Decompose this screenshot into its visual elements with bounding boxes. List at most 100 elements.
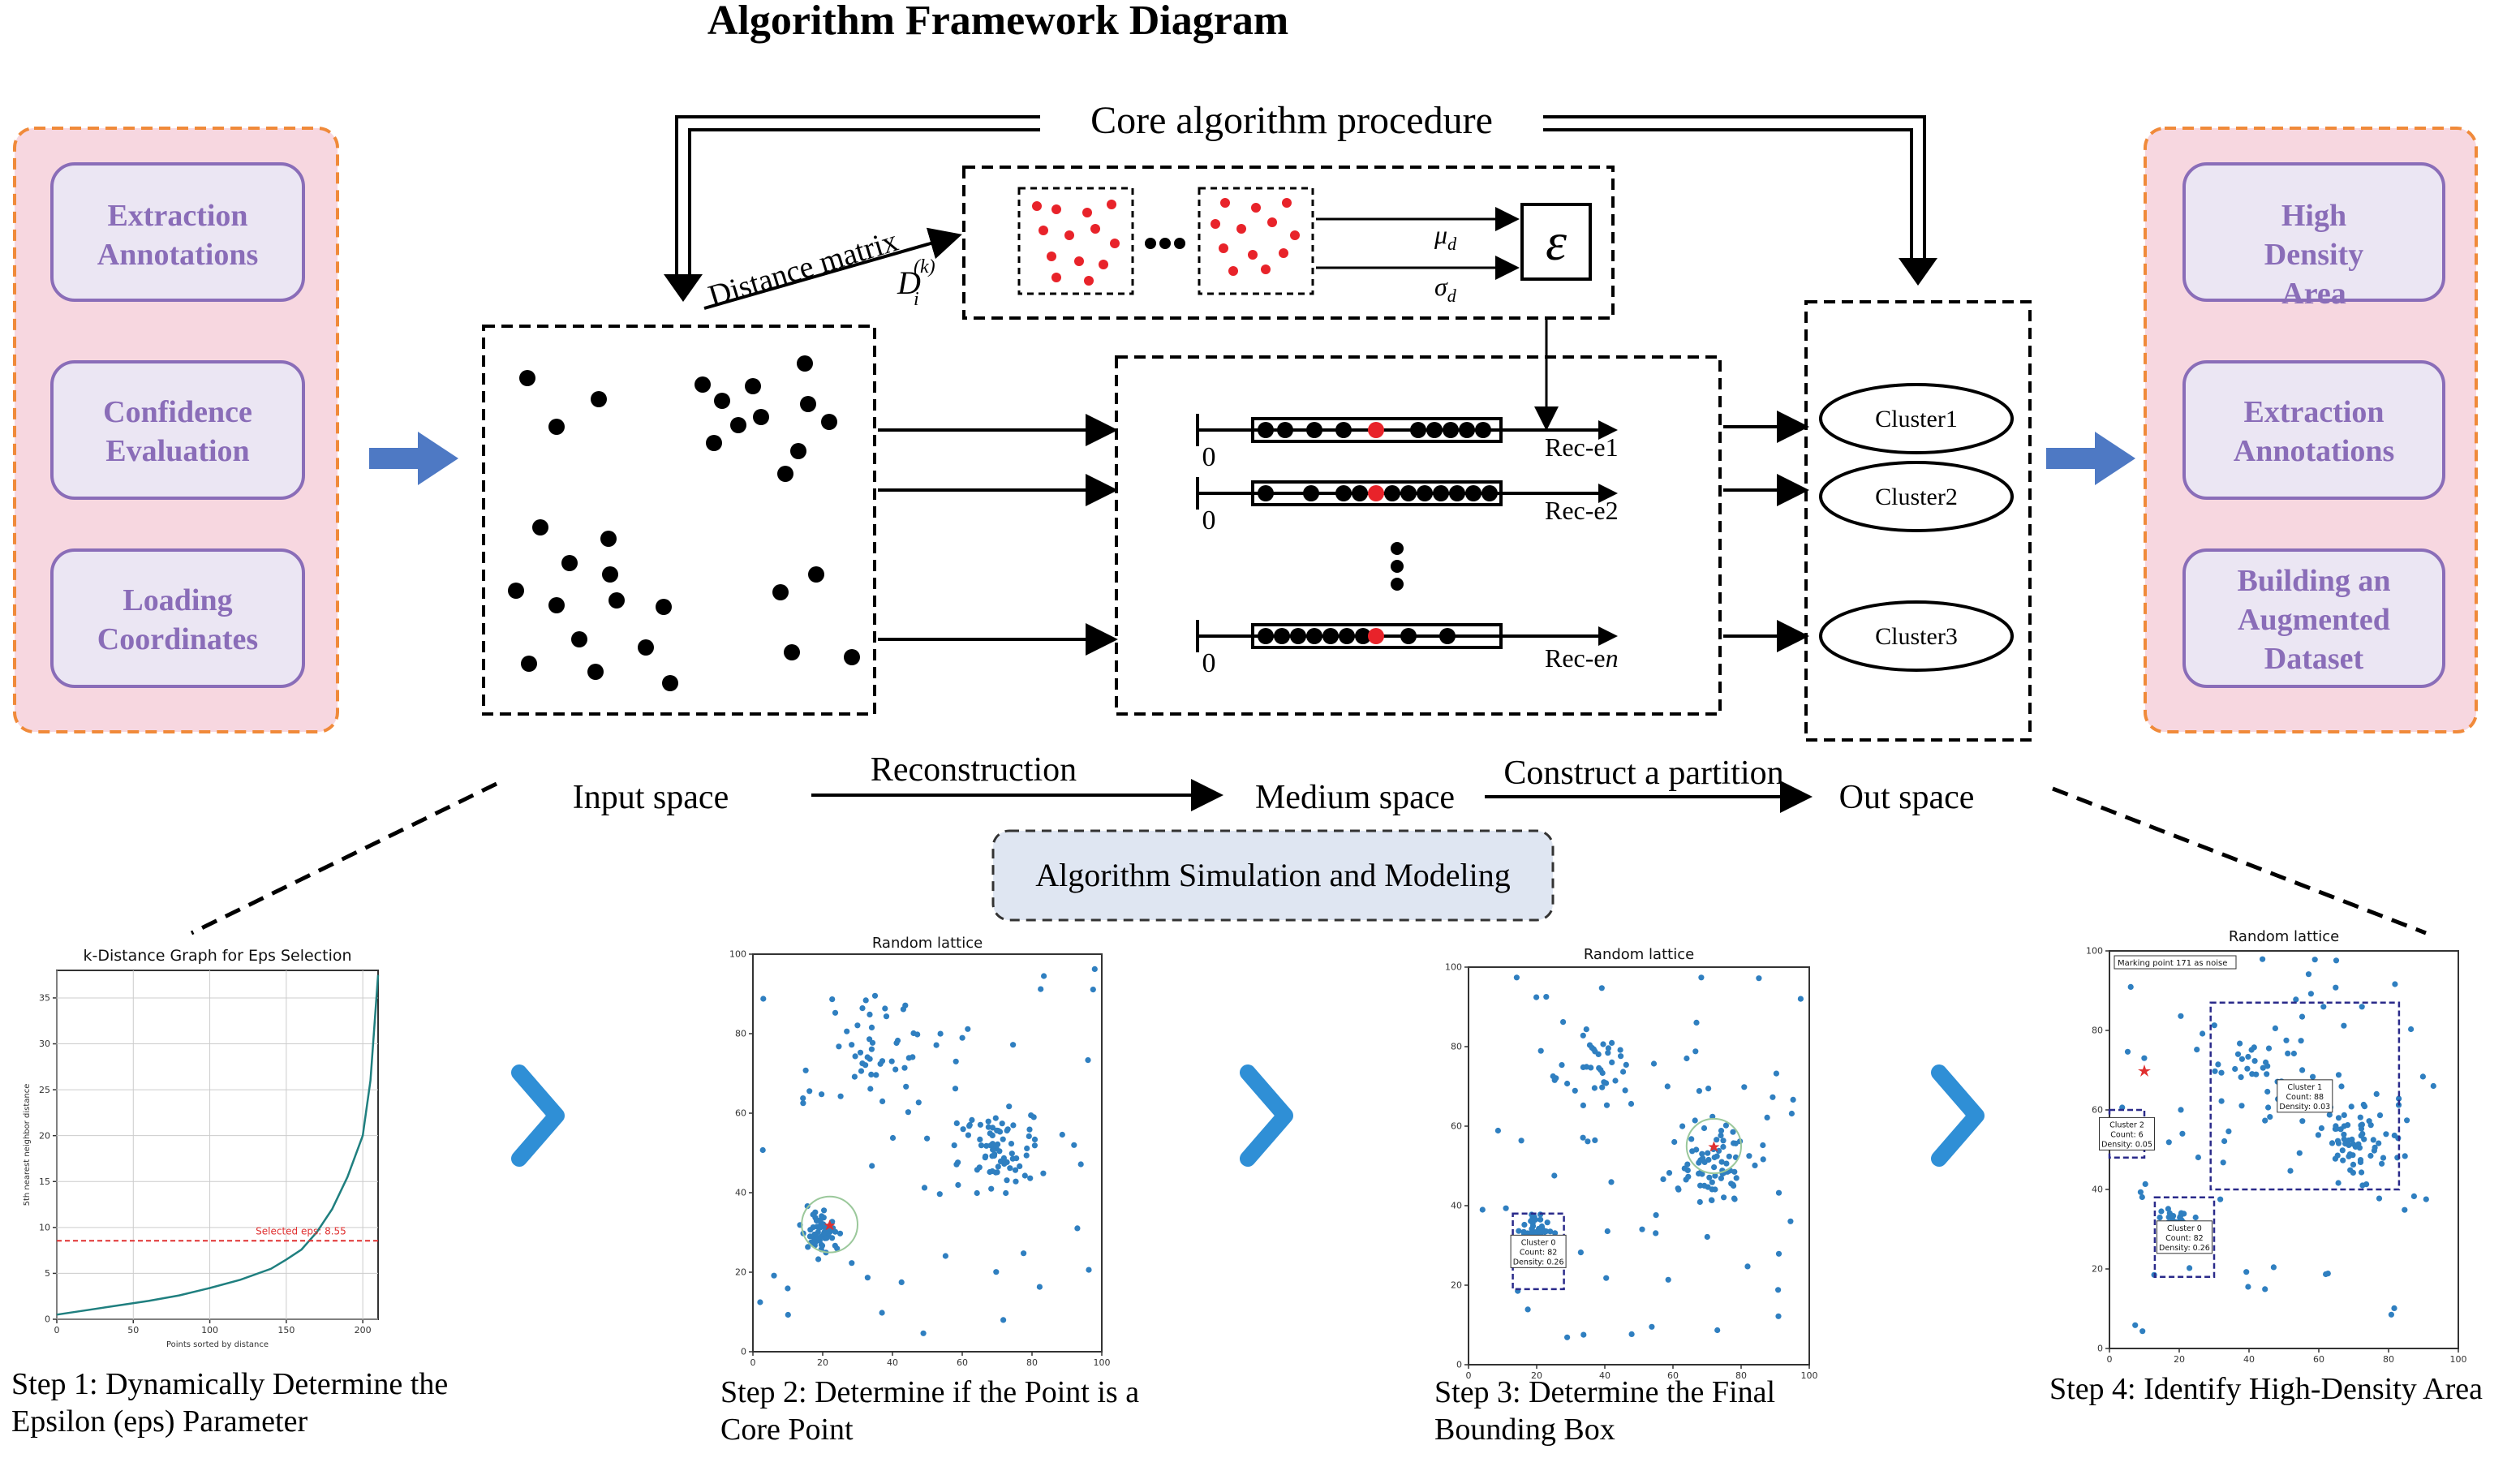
data-point — [2237, 1040, 2243, 1047]
data-point — [1580, 1032, 1586, 1039]
cluster-label-line: Count: 82 — [2165, 1234, 2204, 1243]
cluster-label-box — [2099, 1116, 2155, 1150]
y-tick-label: 10 — [39, 1223, 50, 1233]
data-point — [867, 1011, 873, 1017]
cluster-bounding-box — [2209, 1001, 2401, 1191]
data-point — [2367, 1122, 2374, 1129]
data-point — [1000, 1317, 1007, 1323]
data-point — [868, 1046, 875, 1052]
data-point — [2315, 1132, 2321, 1138]
data-point — [805, 1244, 811, 1250]
data-point — [1649, 1323, 1655, 1330]
data-point — [2141, 1055, 2148, 1061]
data-point — [1714, 1153, 1720, 1159]
data-point — [2283, 1037, 2290, 1043]
data-point — [2363, 1181, 2370, 1188]
data-point — [2298, 1038, 2304, 1044]
x-axis-label: Points sorted by distance — [166, 1340, 269, 1349]
data-point — [857, 1049, 864, 1056]
data-point — [1699, 1171, 1705, 1177]
data-point — [1775, 1287, 1782, 1293]
input-space-box — [482, 325, 876, 716]
data-point — [888, 1058, 895, 1064]
core-arrowhead-right — [1899, 258, 1937, 286]
data-point — [1620, 1069, 1627, 1075]
data-point — [937, 1030, 944, 1037]
cluster-1-label: Cluster1 — [1875, 406, 1958, 432]
data-point — [994, 1127, 1000, 1133]
core-point-marker — [1708, 1141, 1720, 1152]
data-point — [987, 1142, 994, 1149]
data-point — [1722, 1122, 1729, 1129]
y-tick-label: 20 — [1451, 1280, 1462, 1291]
data-point — [1559, 1062, 1565, 1069]
data-point — [2139, 1328, 2146, 1335]
data-point — [1012, 1167, 1019, 1173]
x-tick-label: 100 — [1801, 1370, 1818, 1381]
data-point — [1773, 1070, 1779, 1077]
data-point — [2307, 991, 2314, 997]
chart-title: Random lattice — [872, 935, 983, 952]
y-tick-label: 35 — [39, 993, 50, 1004]
data-point — [859, 1005, 866, 1012]
cluster-label-line: Cluster 1 — [2287, 1083, 2322, 1092]
sample-points-a — [1032, 200, 1120, 286]
data-point — [2225, 1128, 2232, 1134]
y-tick-label: 80 — [735, 1029, 746, 1039]
medium-space-label: Medium space — [1255, 779, 1455, 816]
data-point — [2244, 1065, 2251, 1072]
data-point — [2335, 1072, 2342, 1078]
data-point — [1040, 1170, 1047, 1176]
x-tick-label: 0 — [54, 1325, 60, 1335]
data-point — [2264, 1071, 2270, 1077]
data-point — [1603, 1275, 1610, 1281]
data-point — [2267, 1114, 2273, 1120]
data-point — [1580, 1331, 1587, 1338]
data-point — [858, 1068, 865, 1074]
data-point — [1612, 1077, 1619, 1084]
data-point — [771, 1272, 777, 1279]
x-tick-label: 200 — [355, 1325, 372, 1335]
data-point — [1732, 1140, 1739, 1146]
data-point — [2221, 1138, 2228, 1145]
data-point — [1699, 1150, 1705, 1157]
x-tick-label: 100 — [1094, 1357, 1111, 1368]
data-point — [921, 1185, 928, 1191]
y-tick-label: 100 — [1445, 962, 1462, 973]
data-point — [993, 1269, 1000, 1275]
data-point — [2359, 1130, 2366, 1138]
data-point — [1689, 1148, 1696, 1155]
cluster-2-label: Cluster2 — [1875, 484, 1958, 510]
data-point — [1760, 1156, 1766, 1163]
data-point — [1730, 1129, 1736, 1135]
plot-area — [752, 953, 1103, 1353]
x-tick-label: 60 — [1667, 1370, 1679, 1381]
data-point — [1712, 1172, 1718, 1179]
data-point — [2265, 1104, 2272, 1111]
right-flow-arrow — [2046, 432, 2135, 485]
data-point — [1728, 1181, 1735, 1187]
data-point — [1733, 1175, 1739, 1181]
data-point — [2359, 1121, 2365, 1128]
data-point — [2178, 1107, 2184, 1113]
data-point — [785, 1311, 791, 1318]
data-point — [1564, 1334, 1571, 1340]
rec-row-n-zero: 0 — [1202, 648, 1216, 678]
data-point — [1537, 1047, 1544, 1054]
data-point — [2346, 1151, 2353, 1158]
data-point — [2215, 1061, 2221, 1068]
data-point — [920, 1330, 927, 1336]
data-point — [1671, 1138, 1678, 1146]
data-point — [2165, 1139, 2172, 1146]
data-point — [953, 1120, 960, 1126]
cluster-label-line: Density: 0.05 — [2101, 1140, 2152, 1149]
data-point — [2392, 981, 2398, 987]
data-point — [2359, 1169, 2365, 1176]
data-point — [2334, 1138, 2342, 1144]
